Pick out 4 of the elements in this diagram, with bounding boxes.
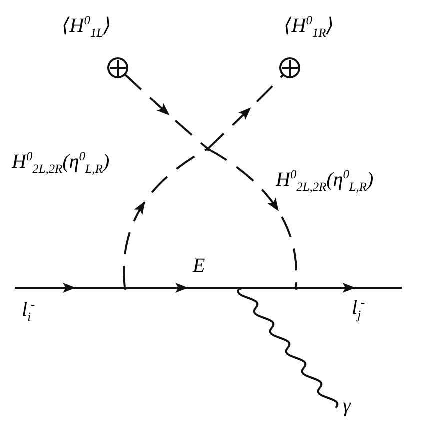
particle-label: E [193, 256, 206, 276]
field-label: ⟨H$^{0}$$_{1R}$⟩ [284, 16, 334, 36]
field-label: ⟨H$^{0}$$_{1L}$⟩ [62, 16, 112, 36]
field-label: γ [343, 396, 351, 416]
